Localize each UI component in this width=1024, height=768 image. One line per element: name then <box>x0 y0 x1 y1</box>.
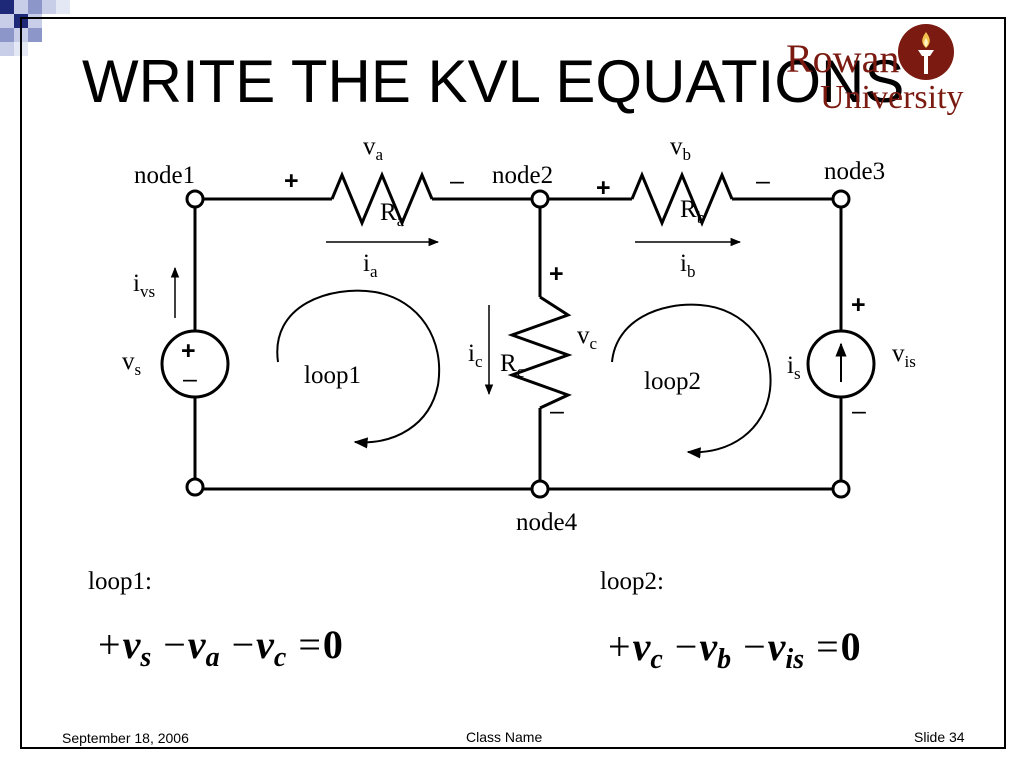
logo-word-university: University <box>820 79 964 116</box>
rc-plus-sign: + <box>549 260 564 288</box>
rb-label: Rb <box>680 196 706 227</box>
ivs-label: ivs <box>133 270 156 301</box>
vs-minus-sign: – <box>183 365 197 393</box>
vb-label: vb <box>670 133 691 164</box>
ra-minus-sign: – <box>450 167 464 195</box>
rc-minus-sign: – <box>550 397 564 425</box>
ra-label: Ra <box>380 199 405 230</box>
va-label: va <box>363 133 384 164</box>
voltage-source-vs <box>160 329 230 399</box>
ib-label: ib <box>680 250 696 281</box>
university-logo: Rowan University <box>778 22 990 120</box>
slide-title: WRITE THE KVL EQUATIONS <box>82 48 905 115</box>
vis-minus-sign: – <box>852 397 866 425</box>
ra-plus-sign: + <box>284 167 299 195</box>
slide-frame <box>20 17 1006 749</box>
footer-date: September 18, 2006 <box>62 730 189 746</box>
node3-label: node3 <box>824 158 886 185</box>
node-bottom-left-terminal <box>185 477 205 497</box>
resistor-rb <box>630 171 734 227</box>
rb-plus-sign: + <box>596 174 611 202</box>
loop2-arrow <box>611 303 772 459</box>
logo-word-rowan: Rowan <box>786 36 900 81</box>
resistor-ra <box>330 171 434 227</box>
loop1-label: loop1 <box>304 362 361 389</box>
loop1-arrow <box>276 289 441 449</box>
node1-label: node1 <box>134 162 196 189</box>
loop2-label: loop2 <box>644 368 701 395</box>
loop2-equation-label: loop2: <box>600 568 664 595</box>
resistor-rc <box>507 295 573 410</box>
vis-plus-sign: + <box>851 291 866 319</box>
vc-label: vc <box>577 322 598 353</box>
node-bottom-right-terminal <box>831 479 851 499</box>
ia-label: ia <box>363 250 378 281</box>
torch-icon <box>898 24 954 80</box>
vs-label: vs <box>122 348 142 379</box>
node1-terminal <box>185 189 205 209</box>
footer-class-name: Class Name <box>466 729 543 745</box>
node2-terminal <box>530 189 550 209</box>
rb-minus-sign: – <box>756 167 770 195</box>
ic-label: ic <box>468 340 483 371</box>
vs-plus-sign: + <box>181 337 196 365</box>
node4-label: node4 <box>516 509 578 536</box>
footer-slide-number: Slide 34 <box>914 729 965 745</box>
node4-terminal <box>530 479 550 499</box>
rc-label: Rc <box>500 350 525 381</box>
vis-label: vis <box>892 340 916 371</box>
is-label: is <box>787 352 801 383</box>
loop2-equation: +vc −vb −vis =0 <box>608 624 861 675</box>
node2-label: node2 <box>492 162 554 189</box>
node3-terminal <box>831 189 851 209</box>
loop1-equation-label: loop1: <box>88 568 152 595</box>
loop1-equation: +vs −va −vc =0 <box>98 622 343 673</box>
